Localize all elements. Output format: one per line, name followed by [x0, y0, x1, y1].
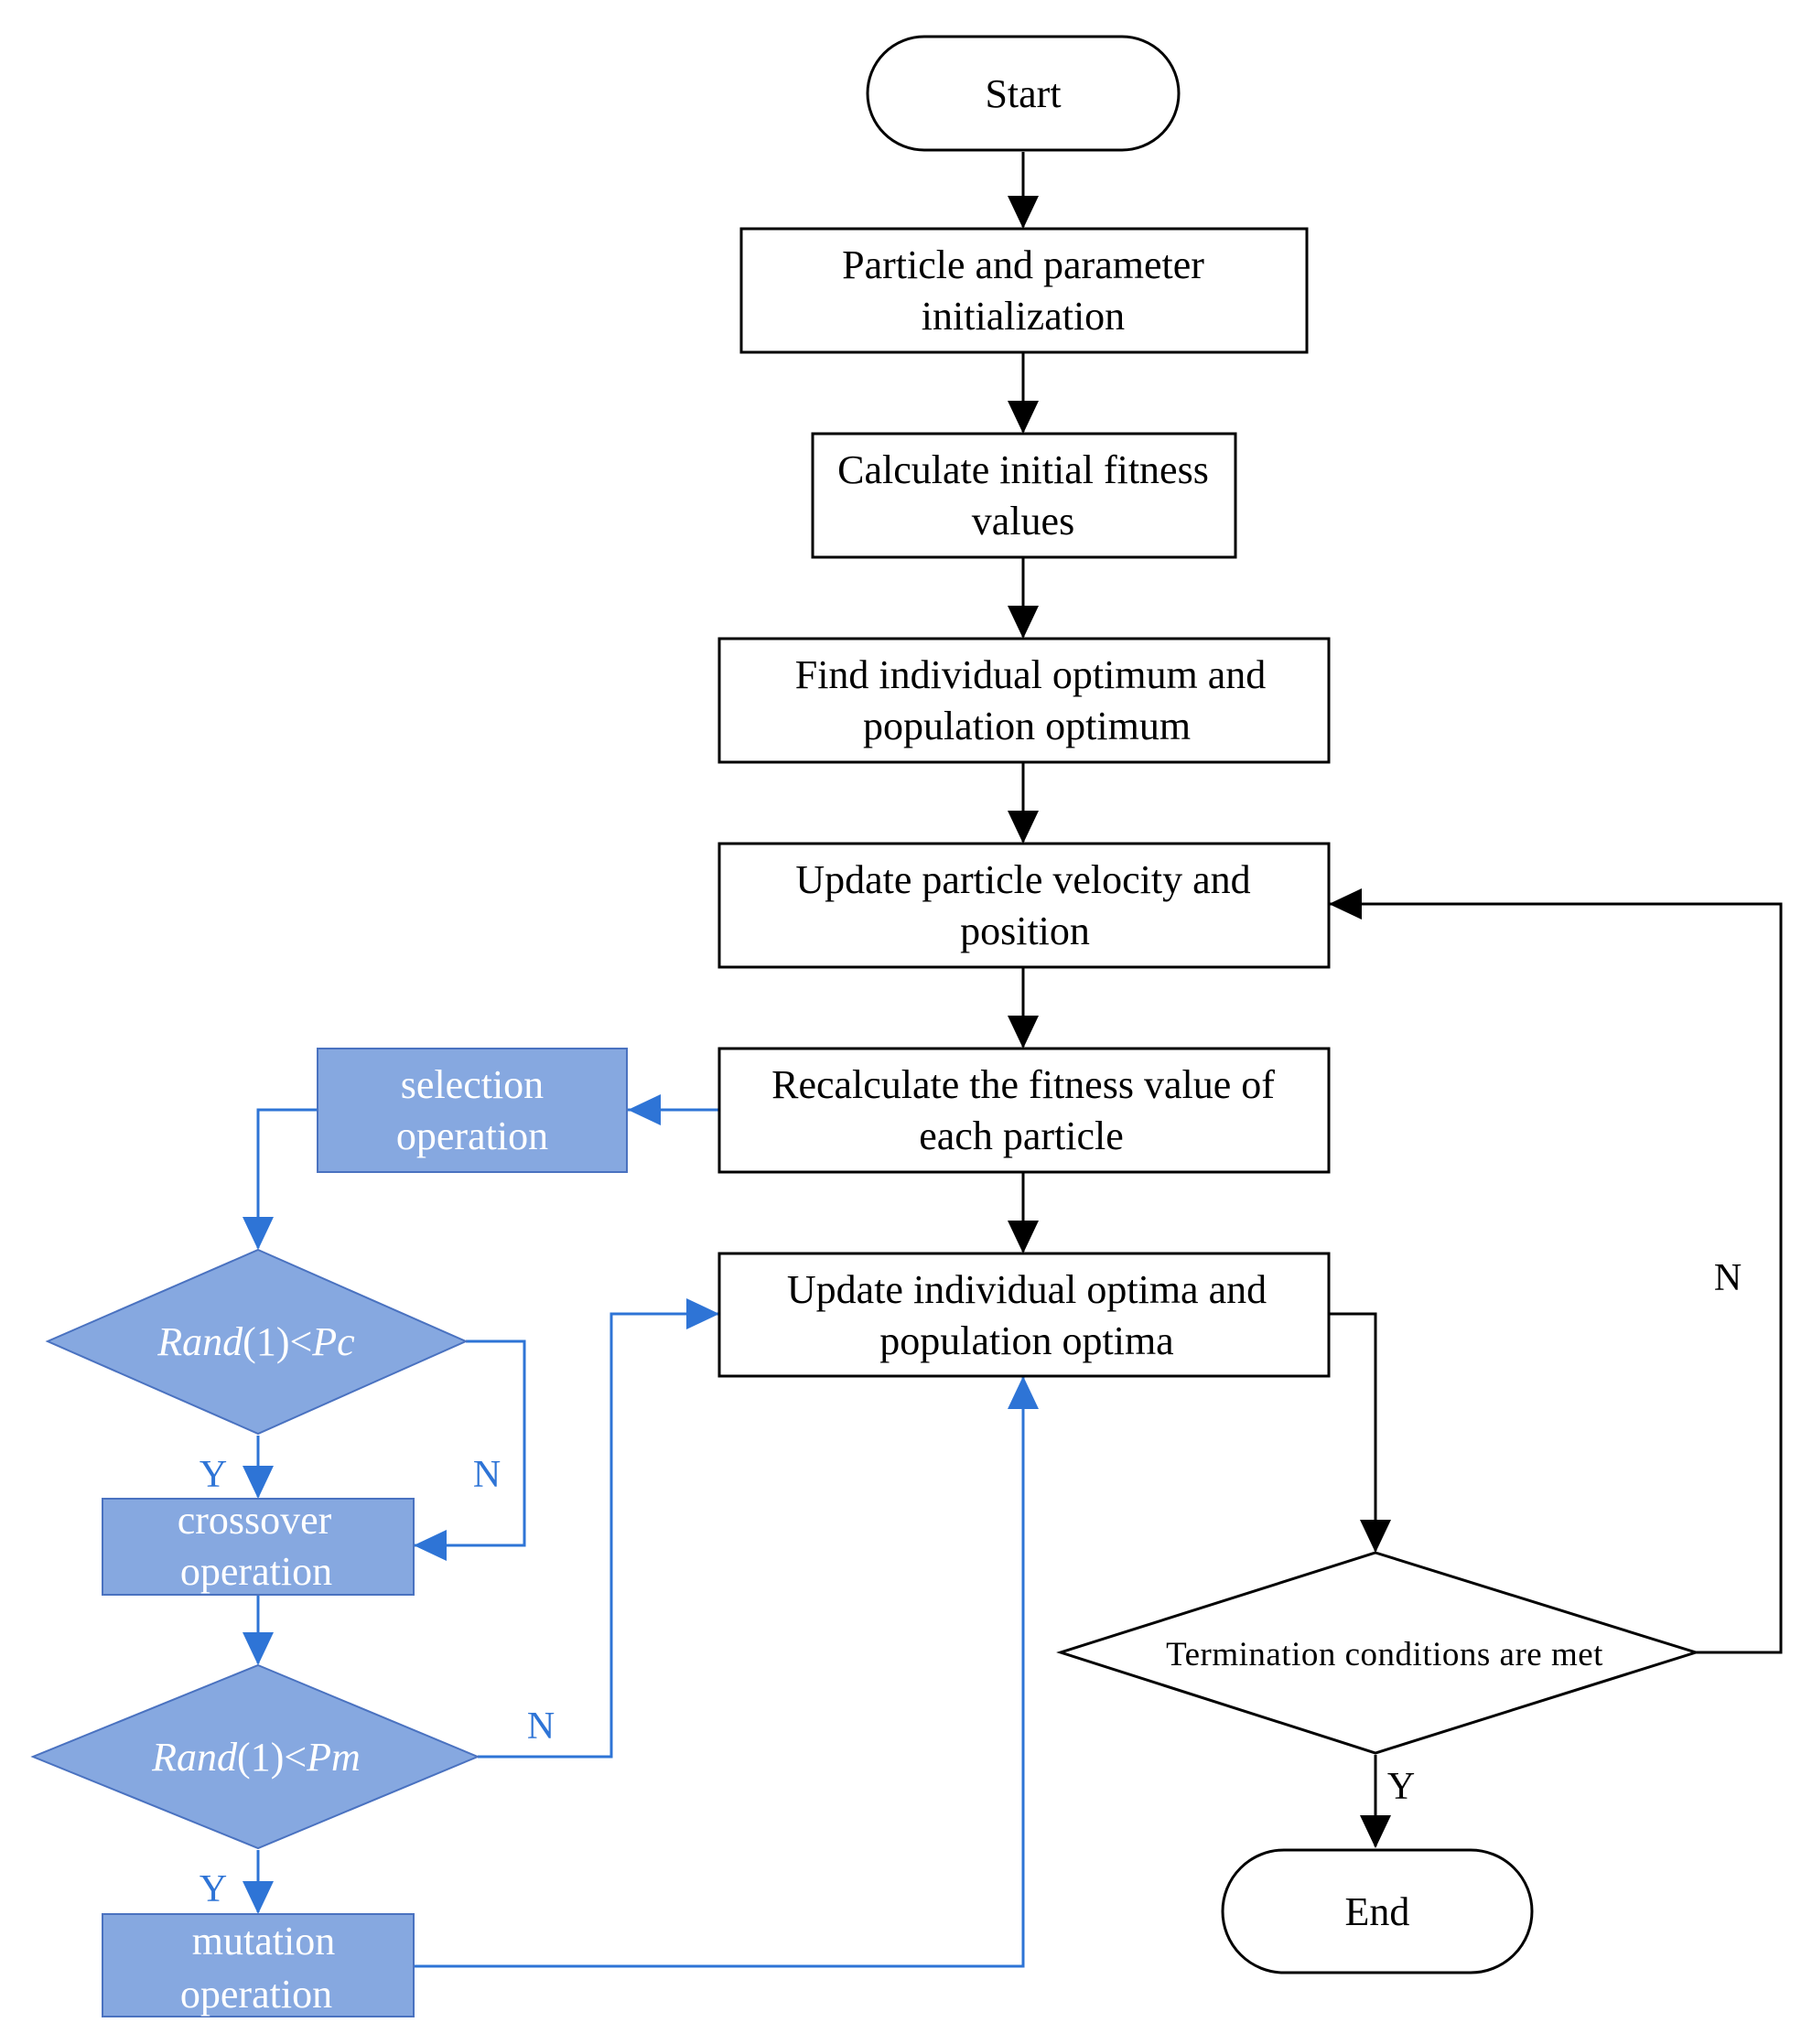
- arrowhead: [243, 1881, 274, 1914]
- crossover-check-param: Pc: [311, 1319, 355, 1364]
- update-velocity-label-line-1: Update particle velocity and: [795, 857, 1250, 902]
- end-terminal: End: [1221, 1848, 1534, 1974]
- crossover-check-label: Rand(1)<Pc: [156, 1319, 355, 1364]
- termination-decision: Termination conditions are met: [1056, 1551, 1701, 1755]
- mutation-label-line-2: operation: [180, 1972, 332, 2017]
- termination-yes-label: Y: [1387, 1766, 1415, 1808]
- edge-mutation-to-optima: [414, 1376, 1025, 1968]
- arrowhead: [1360, 1520, 1391, 1553]
- mutation-process: mutation operation: [102, 1913, 415, 2017]
- crossover-check-decision: Rand(1)<Pc: [45, 1248, 469, 1436]
- mutation-label-line-1: mutation: [192, 1919, 335, 1963]
- mutation-check-label: Rand(1)<Pm: [151, 1735, 361, 1780]
- crossover-check-yes-label: Y: [200, 1454, 227, 1496]
- termination-label: Termination conditions are met: [1166, 1636, 1603, 1673]
- recalc-fitness-label-line-2: each particle: [919, 1113, 1124, 1158]
- main-flow-arrowheads: [1008, 196, 1391, 1848]
- mutation-check-param: Pm: [306, 1735, 361, 1780]
- loop-back-no-label: N: [1714, 1257, 1742, 1299]
- mutation-check-compare: (1)<: [237, 1735, 307, 1780]
- init-label-line-2: initialization: [922, 294, 1125, 339]
- recalc-fitness-label-line-1: Recalculate the fitness value of: [771, 1062, 1275, 1107]
- arrowhead: [1008, 1221, 1039, 1253]
- arrowhead: [1008, 401, 1039, 434]
- update-velocity-process: Update particle velocity and position: [717, 842, 1331, 969]
- arrowhead: [1008, 606, 1039, 639]
- arrowhead: [1329, 888, 1362, 920]
- update-optima-process: Update individual optima and population …: [717, 1252, 1331, 1378]
- calc-fitness-label-line-2: values: [972, 499, 1074, 543]
- crossover-check-no-label: N: [473, 1454, 501, 1496]
- update-optima-label-line-2: population optima: [879, 1318, 1173, 1363]
- arrowhead: [243, 1217, 274, 1250]
- selection-label-line-1: selection: [401, 1062, 544, 1107]
- arrowhead: [628, 1094, 661, 1125]
- arrowhead: [1008, 196, 1039, 229]
- crossover-check-rand: Rand: [156, 1319, 243, 1364]
- find-optimum-process: Find individual optimum and population o…: [717, 637, 1331, 764]
- arrowhead: [1008, 811, 1039, 844]
- mutation-check-no-label: N: [527, 1705, 555, 1748]
- edge-selection-to-crossover-check: [256, 1108, 318, 1248]
- arrowhead: [686, 1298, 719, 1329]
- arrowhead: [1008, 1016, 1039, 1049]
- recalc-fitness-process: Recalculate the fitness value of each pa…: [717, 1047, 1331, 1174]
- edge-mutation-check-no: [478, 1312, 719, 1759]
- init-label-line-1: Particle and parameter: [842, 242, 1204, 287]
- crossover-label-line-1: crossover: [178, 1498, 332, 1543]
- calc-fitness-process: Calculate initial fitness values: [811, 432, 1237, 559]
- edge-labels: N Y Y N N Y: [200, 1257, 1742, 1910]
- find-optimum-label-line-2: population optimum: [863, 704, 1191, 748]
- init-process: Particle and parameter initialization: [739, 227, 1309, 354]
- ga-flow-arrowheads: [243, 1094, 1039, 1914]
- calc-fitness-label-line-1: Calculate initial fitness: [837, 447, 1209, 492]
- mutation-check-yes-label: Y: [200, 1868, 227, 1910]
- edge-optima-to-termination: [1329, 1312, 1377, 1551]
- arrowhead: [414, 1530, 447, 1561]
- crossover-label-line-2: operation: [180, 1549, 332, 1594]
- selection-label-line-2: operation: [396, 1113, 548, 1158]
- start-terminal: Start: [866, 35, 1181, 152]
- crossover-check-compare: (1)<: [243, 1319, 312, 1364]
- end-label: End: [1345, 1889, 1410, 1934]
- mutation-check-decision: Rand(1)<Pm: [30, 1663, 480, 1850]
- find-optimum-label-line-1: Find individual optimum and: [795, 652, 1267, 697]
- selection-process: selection operation: [317, 1048, 628, 1173]
- edge-termination-loop-back: [1329, 902, 1783, 1654]
- update-optima-label-line-1: Update individual optima and: [787, 1267, 1267, 1312]
- arrowhead: [243, 1466, 274, 1499]
- crossover-process: crossover operation: [102, 1498, 415, 1596]
- mutation-check-rand: Rand: [151, 1735, 238, 1780]
- arrowhead: [1008, 1376, 1039, 1409]
- update-velocity-label-line-2: position: [960, 909, 1090, 953]
- arrowhead: [1360, 1815, 1391, 1848]
- arrowhead: [243, 1632, 274, 1665]
- start-label: Start: [985, 71, 1061, 116]
- main-flow-edges: [1021, 152, 1783, 1846]
- edge-crossover-check-no: [414, 1339, 526, 1547]
